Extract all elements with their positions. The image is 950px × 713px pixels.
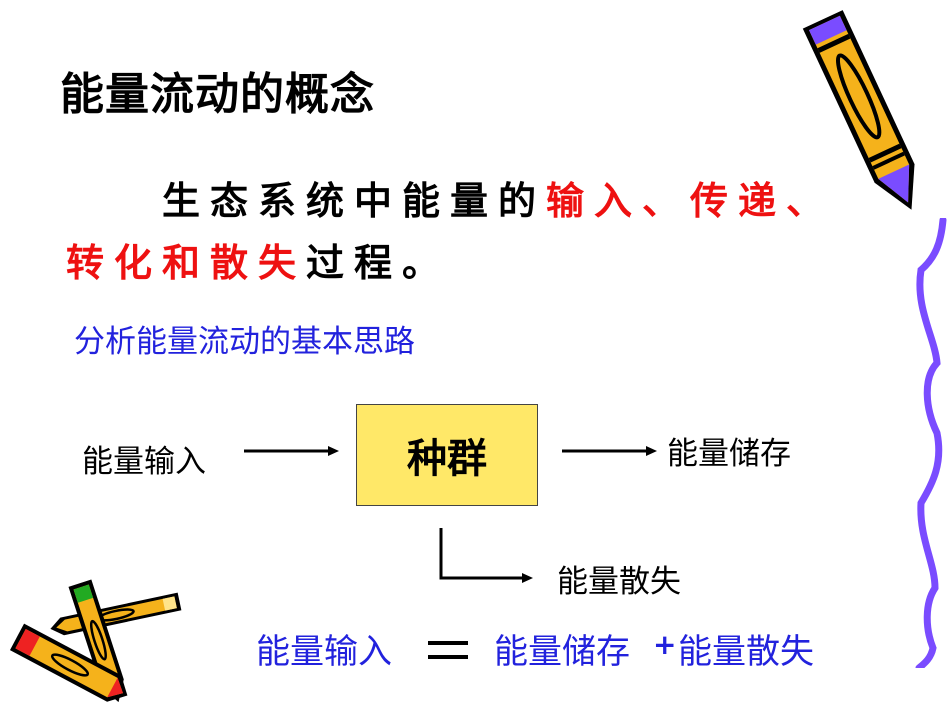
- definition-text-red: 输入、传递、: [546, 179, 835, 223]
- equation-lhs: 能量输入: [256, 632, 392, 672]
- equals-sign-icon: [428, 641, 468, 669]
- arrow-right-icon: [244, 446, 339, 456]
- wavy-line-decoration-icon: [915, 218, 947, 668]
- population-label: 种群: [407, 436, 487, 482]
- energy-loss-label: 能量散失: [557, 564, 681, 600]
- equation-rhs-loss: 能量散失: [678, 632, 814, 672]
- definition-text-red: 转化和散失: [66, 241, 307, 285]
- definition-line-2: 转化和散失过程。: [66, 232, 450, 287]
- section-subtitle: 分析能量流动的基本思路: [74, 324, 415, 360]
- arrow-right-icon: [562, 446, 657, 456]
- pencil-clipart-icon: [802, 10, 915, 210]
- definition-line-1: 生态系统中能量的输入、传递、: [162, 170, 834, 225]
- definition-text-black: 生态系统中能量的: [162, 179, 547, 223]
- slide-title: 能量流动的概念: [60, 69, 375, 120]
- equation-rhs-storage: 能量储存: [494, 632, 630, 672]
- crayons-clipart-icon: [9, 579, 182, 703]
- definition-text-black: 过程。: [306, 241, 451, 285]
- energy-storage-label: 能量储存: [667, 436, 791, 472]
- equation-plus: +: [653, 628, 677, 661]
- population-box: 种群: [356, 404, 538, 506]
- elbow-arrow-icon: [439, 528, 533, 583]
- energy-input-label: 能量输入: [82, 444, 206, 480]
